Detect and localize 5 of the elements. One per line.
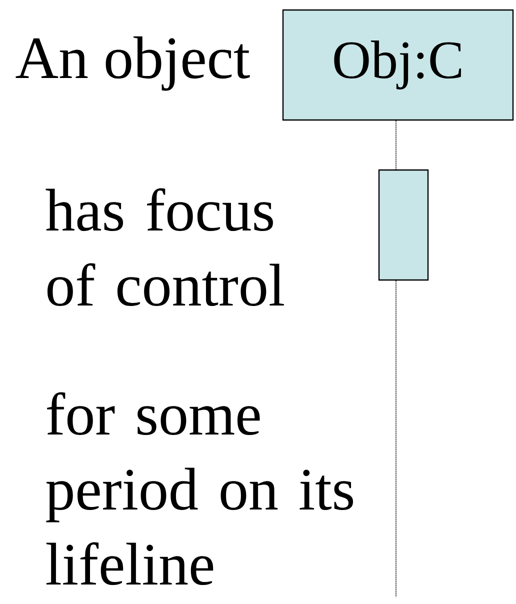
note-text: has focus of control <box>46 188 284 306</box>
object-box: Obj:C <box>282 9 514 121</box>
activation-bar <box>378 169 429 281</box>
note-text: An object <box>16 36 250 91</box>
note-text: for some period on its lifeline <box>46 392 353 586</box>
